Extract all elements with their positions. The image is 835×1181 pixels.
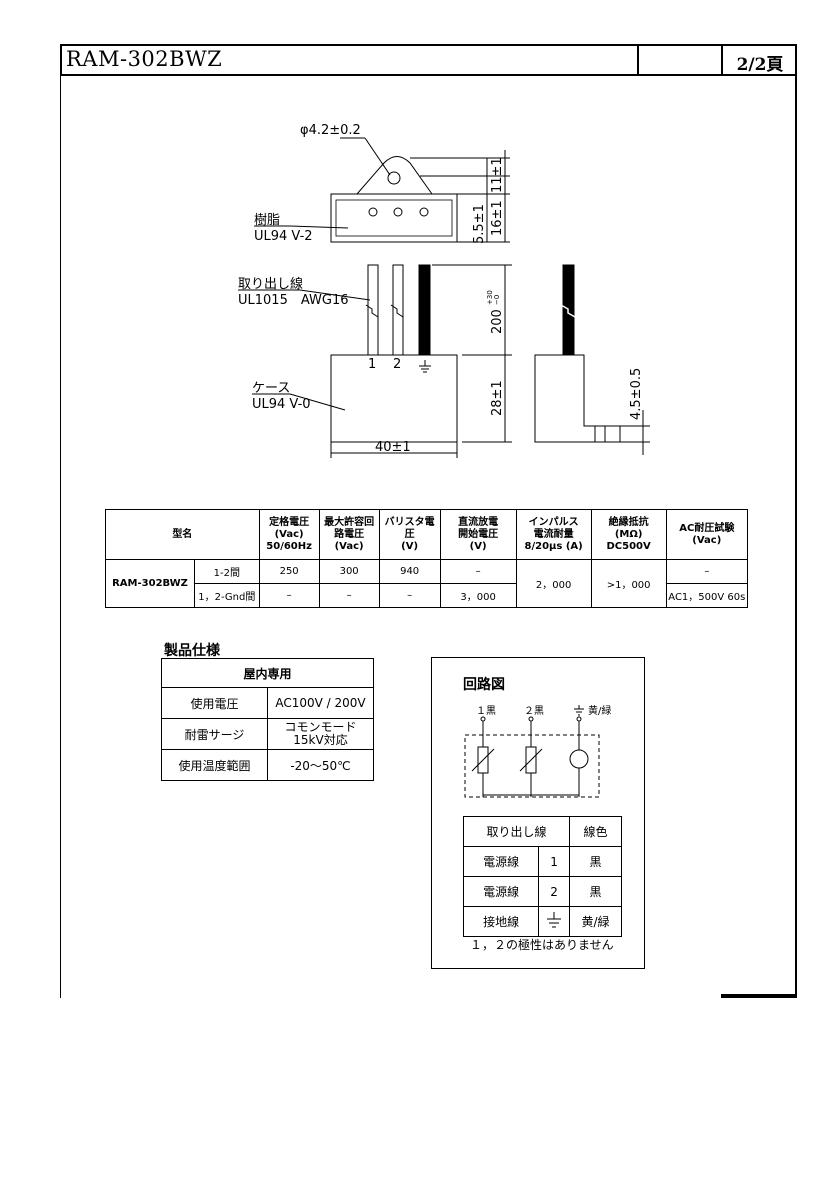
max-cell: – [318, 583, 380, 608]
header-divider [721, 44, 723, 76]
terminal2-label: ２黒 [524, 705, 544, 717]
header-model: 型名 [105, 509, 260, 560]
dim-5-5: 5.5±1 [472, 204, 487, 244]
insulation-cell: >1，000 [590, 559, 667, 608]
header-divider [637, 44, 639, 76]
table-row: 使用電圧 AC100V / 200V [161, 687, 374, 719]
header-ac-withstand: AC耐圧試験(Vac) [665, 509, 749, 560]
model-cell: RAM-302BWZ [105, 559, 195, 608]
dim-11: 11±1 [490, 157, 505, 193]
header-frame [60, 44, 797, 76]
dc-cell: 3，000 [439, 583, 517, 608]
mount-tab [356, 156, 433, 195]
dim-28: 28±1 [490, 380, 505, 416]
document-title: RAM-302BWZ [66, 47, 223, 71]
case-label: ケース [252, 381, 290, 396]
case-outline [464, 734, 600, 798]
lead-wire-table: 取り出し線 線色 電源線 1 黒 電源線 2 黒 接地線 黄/緑 [462, 816, 623, 937]
frame-bottom-mark [721, 994, 797, 998]
hole-dimension: φ4.2±0.2 [300, 123, 361, 138]
max-cell: 300 [318, 559, 380, 584]
frame-right-border [795, 76, 797, 998]
header-max-voltage: 最大許容回路電圧(Vac) [318, 509, 380, 560]
circuit-diagram: １黒 ２黒 黄/緑 [464, 704, 611, 798]
table-row: 電源線 1 黒 [462, 846, 623, 877]
resin-inner [335, 199, 453, 237]
pin1-label: 1 [368, 357, 376, 372]
table-row: 接地線 黄/緑 [462, 906, 623, 937]
rated-cell: 250 [258, 559, 320, 584]
header-rated-voltage: 定格電圧(Vac)50/60Hz [258, 509, 320, 560]
table-row: 1，2-Gnd間 – – – 3，000 AC1，500V 60s [106, 583, 749, 608]
resin-spec: UL94 V-2 [254, 229, 313, 244]
mount-hole [387, 171, 401, 185]
frame-left-border [60, 76, 61, 998]
dim-16: 16±1 [490, 200, 505, 236]
header-varistor-voltage: バリスタ電圧(V) [378, 509, 441, 560]
ac-cell: – [665, 559, 749, 584]
resin-label: 樹脂 [254, 213, 280, 228]
ground-icon [538, 906, 570, 937]
page-number: 2/2頁 [736, 55, 784, 75]
table-row: RAM-302BWZ 1-2間 250 300 940 – 2，000 >1，0… [105, 559, 749, 608]
case-body [330, 354, 458, 443]
dim-200: 200 [490, 309, 505, 334]
electrical-spec-table: 型名 定格電圧(Vac)50/60Hz 最大許容回路電圧(Vac) バリスタ電圧… [105, 509, 749, 608]
terminal3-label: 黄/緑 [588, 704, 611, 717]
circuit-heading: 回路図 [463, 677, 505, 693]
table-row: 電源線 2 黒 [462, 876, 623, 907]
product-spec-heading: 製品仕様 [164, 643, 220, 659]
gas-arrester [569, 749, 589, 769]
dim-200-tol-plus: +30 [486, 290, 494, 305]
width-dimension: 40±1 [375, 440, 411, 455]
indoor-only-label: 屋内専用 [161, 658, 374, 688]
dimension-drawing: φ4.2±0.2 樹脂 UL94 V-2 取り出し線 UL1015 AWG16 … [238, 123, 650, 458]
dc-cell: – [439, 559, 517, 584]
lead-spec: UL1015 AWG16 [238, 293, 349, 308]
terminal1-label: １黒 [476, 705, 496, 717]
case-side-view [534, 354, 621, 443]
resin-body [330, 193, 458, 243]
between-cell: 1-2間 [194, 559, 260, 584]
header-dc-spark: 直流放電開始電圧(V) [439, 509, 517, 560]
circuit-diagram-box [431, 657, 645, 969]
rated-cell: – [258, 583, 320, 608]
between-cell: 1，2-Gnd間 [194, 583, 260, 608]
varistor-cell: 940 [378, 559, 441, 584]
varistor-cell: – [378, 583, 441, 608]
polarity-note: １，２の極性はありません [470, 938, 614, 952]
lead-label: 取り出し線 [238, 276, 303, 292]
pin2-label: 2 [393, 357, 401, 372]
ac-cell: AC1，500V 60s [665, 583, 749, 608]
dim-200-tol-minus: −0 [493, 295, 501, 305]
impulse-cell: 2，000 [515, 559, 592, 608]
dim-4-5: 4.5±0.5 [629, 368, 644, 420]
header-insulation: 絶縁抵抗(MΩ)DC500V [590, 509, 667, 560]
case-spec: UL94 V-0 [252, 397, 311, 412]
table-row: 使用温度範囲 -20～50℃ [161, 749, 374, 781]
